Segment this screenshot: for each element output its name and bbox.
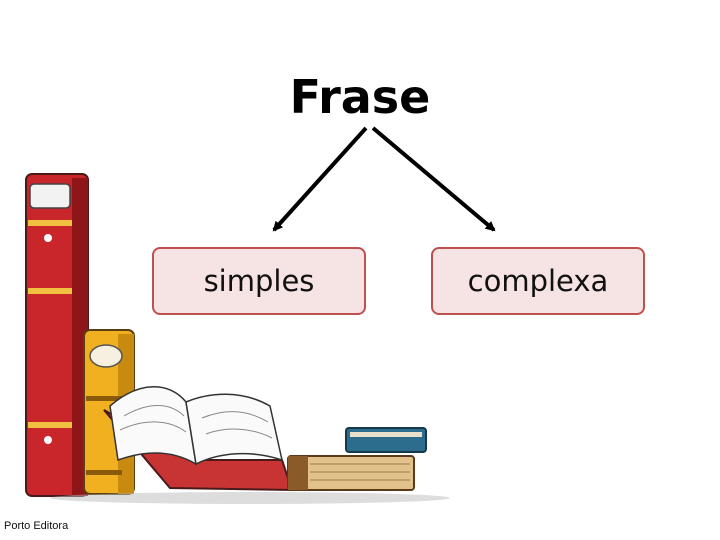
node-complexa-label: complexa [467,264,609,298]
publisher-credit: Porto Editora [4,520,69,532]
arrow-to-simples [272,126,368,232]
books-icon [25,173,450,504]
node-complexa: complexa [431,247,645,315]
node-simples: simples [152,247,366,315]
diagram-title: Frase [289,70,431,124]
node-simples-label: simples [203,264,315,298]
arrow-to-complexa [371,126,496,232]
